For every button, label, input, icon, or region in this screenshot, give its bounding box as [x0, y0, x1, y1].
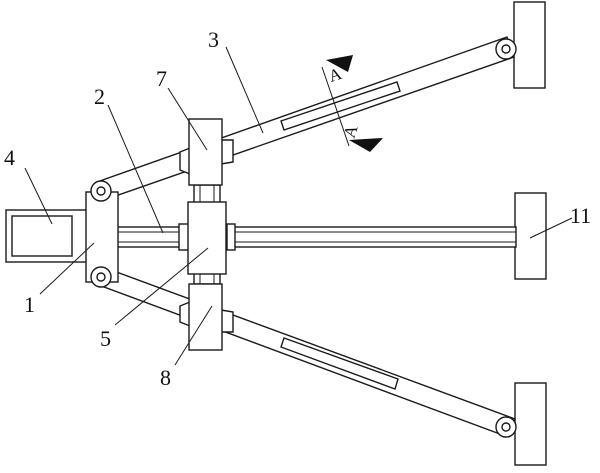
rod-collar-right [226, 223, 236, 251]
leader-1 [39, 242, 95, 295]
upper-arm [96, 36, 517, 201]
lower-sleeve-8 [179, 283, 234, 351]
lower-arm-slot [280, 337, 399, 390]
central-rod [116, 223, 517, 251]
base-body-1 [5, 180, 119, 288]
callout-11: 11 [570, 203, 591, 228]
leader-4 [24, 167, 53, 225]
upper-arm-slot [280, 81, 401, 131]
right-pad-11 [514, 192, 547, 280]
leader-3 [225, 46, 264, 134]
callout-4: 4 [4, 145, 15, 170]
callout-1: 1 [24, 292, 35, 317]
callout-2: 2 [94, 84, 105, 109]
handle-4 [11, 215, 73, 257]
callout-3: 3 [208, 27, 219, 52]
section-arrow-lower [349, 138, 383, 152]
leader-7 [167, 87, 208, 151]
slider-block-5 [187, 201, 227, 275]
leader-lines [24, 46, 573, 366]
lower-arm [95, 266, 517, 438]
callout-8: 8 [160, 365, 171, 390]
leader-11 [529, 217, 573, 239]
section-cut-line [321, 66, 350, 147]
upper-sleeve-7 [179, 118, 234, 186]
leader-2 [107, 104, 164, 234]
bottom-right-pad [514, 382, 547, 466]
leader-8 [174, 305, 213, 366]
rod-body [116, 226, 517, 248]
section-arrow-upper [326, 55, 353, 72]
callout-7: 7 [156, 66, 167, 91]
leader-5 [114, 247, 209, 326]
section-label-lower: A [340, 122, 362, 140]
callout-labels: 3 7 2 4 1 5 8 11 [4, 27, 591, 390]
callout-5: 5 [100, 326, 111, 351]
top-right-pad [513, 1, 546, 89]
